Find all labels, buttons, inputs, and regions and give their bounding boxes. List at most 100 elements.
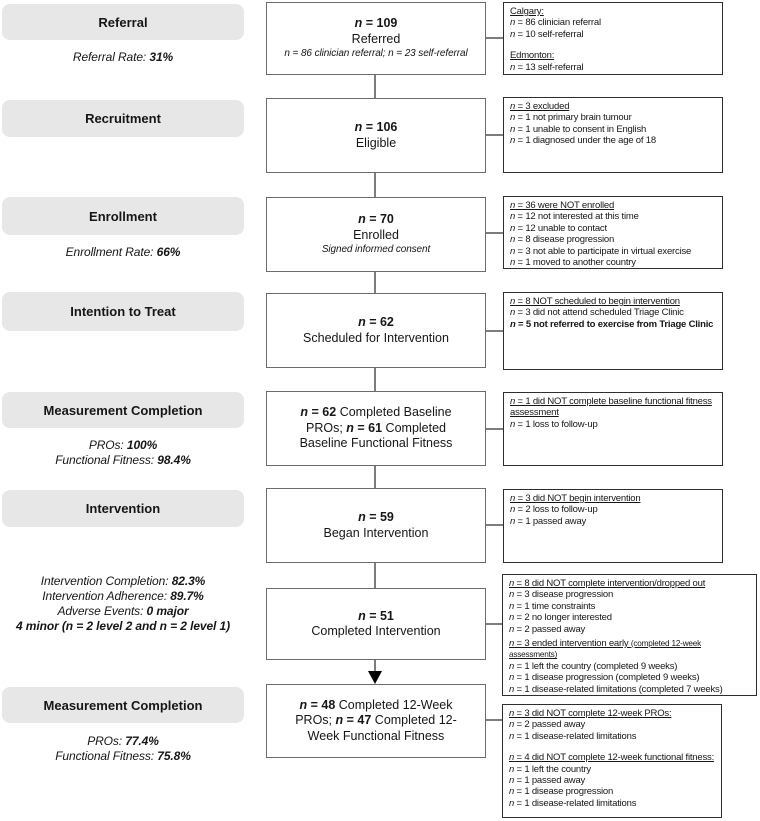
text-line: Enrollment Rate: 66% (65, 245, 181, 259)
text-line: n = 59 (358, 510, 394, 524)
text-line: Week Functional Fitness (307, 728, 445, 743)
text-line: Baseline Functional Fitness (299, 436, 453, 451)
text-line: n = 12 not interested at this time (510, 211, 639, 223)
connector-horizontal (486, 623, 502, 625)
connector-horizontal (486, 719, 502, 721)
text-line: n = 3 did not attend scheduled Triage Cl… (510, 307, 684, 319)
text-line: n = 62 (358, 315, 394, 329)
text-line: n = 1 diagnosed under the age of 18 (510, 135, 656, 147)
stage-label: Measurement Completion (43, 697, 203, 713)
stat-intervention-outcomes: Intervention Completion: 82.3%Interventi… (0, 574, 246, 634)
side-box-12week-incomplete: n = 3 did NOT complete 12-week PROs:n = … (502, 704, 722, 818)
text-line: n = 2 passed away (509, 719, 586, 731)
text-line: n = 8 NOT scheduled to begin interventio… (510, 296, 680, 307)
text-line: Functional Fitness: 98.4% (55, 453, 191, 467)
text-line: Began Intervention (323, 525, 429, 540)
text-line: Enrolled (353, 227, 399, 242)
text-line: Referred (351, 31, 401, 46)
text-line: n = 48 Completed 12-Week (299, 697, 453, 712)
stage-label: Measurement Completion (43, 402, 203, 418)
text-line: n = 1 disease-related limitations (509, 797, 637, 809)
text-line: PROs; n = 61 Completed (305, 420, 447, 435)
text-line: Adverse Events: 0 major (57, 604, 189, 618)
connector-horizontal (486, 330, 503, 332)
connector-vertical (374, 660, 376, 672)
side-box-baseline-incomplete: n = 1 did NOT complete baseline function… (503, 392, 723, 466)
text-line: n = 1 disease progression (completed 9 w… (509, 672, 700, 684)
connector-horizontal (486, 37, 503, 39)
text-line: n = 1 not primary brain tumour (510, 112, 632, 124)
connector-horizontal (486, 428, 503, 430)
text-line: PROs: 77.4% (87, 734, 159, 748)
text-line: n = 1 passed away (509, 775, 586, 787)
text-line: Signed informed consent (321, 244, 431, 255)
text-line: Intervention Adherence: 89.7% (42, 589, 204, 603)
text-line: n = 36 were NOT enrolled (510, 200, 615, 211)
text-line: n = 12 unable to contact (510, 222, 607, 234)
text-line: n = 1 passed away (510, 515, 587, 527)
connector-vertical (374, 75, 376, 98)
text-line: n = 3 excluded (510, 101, 570, 112)
text-line: Functional Fitness: 75.8% (55, 749, 191, 763)
text-line: Edmonton: (510, 50, 555, 62)
text-line: n = 51 (358, 608, 394, 623)
text-line: Calgary: (510, 6, 544, 17)
stat-enrollment-rate: Enrollment Rate: 66% (0, 245, 246, 260)
text-line: n = 2 no longer interested (509, 612, 612, 624)
connector-vertical (374, 466, 376, 488)
text-line: n = 5 not referred to exercise from Tria… (510, 318, 714, 330)
text-line: n = 1 loss to follow-up (510, 418, 598, 430)
connector-horizontal (486, 524, 503, 526)
text-line: n = 86 clinician referral (510, 17, 601, 29)
stage-box-measurement-completion-12week: Measurement Completion (2, 687, 244, 723)
side-box-intervention-dropout: n = 8 did NOT complete intervention/drop… (502, 574, 757, 696)
connector-horizontal (486, 232, 503, 234)
connector-vertical (374, 368, 376, 391)
text-line: n = 1 time constraints (509, 600, 596, 612)
text-line: n = 8 did NOT complete intervention/drop… (509, 578, 706, 589)
stage-box-referral: Referral (2, 4, 244, 40)
text-line: n = 2 loss to follow-up (510, 504, 598, 516)
text-line: n = 2 passed away (509, 623, 586, 635)
text-line: Completed Intervention (311, 624, 441, 638)
text-line: n = 86 clinician referral; n = 23 self-r… (284, 48, 468, 59)
text-line: Eligible (355, 135, 397, 150)
text-line: Scheduled for Intervention (303, 330, 449, 345)
text-line: PROs: 100% (88, 438, 158, 452)
text-line: Referral Rate: 31% (72, 50, 174, 64)
text-line: n = 8 disease progression (510, 234, 615, 246)
arrow-down-icon (368, 671, 382, 684)
connector-horizontal (486, 134, 503, 136)
text-line: n = 3 ended intervention early (complete… (509, 638, 702, 660)
text-line: n = 1 left the country (509, 763, 591, 775)
connector-vertical (374, 272, 376, 293)
text-line: n = 1 unable to consent in English (510, 123, 647, 135)
stat-12week-measurement: PROs: 77.4%Functional Fitness: 75.8% (0, 734, 246, 764)
stat-referral-rate: Referral Rate: 31% (0, 50, 246, 65)
text-line: n = 3 did NOT complete 12-week PROs: (509, 708, 672, 719)
text-line: n = 1 did NOT complete baseline function… (510, 396, 712, 419)
text-line: Intervention Completion: 82.3% (40, 574, 206, 588)
stage-box-intention-to-treat: Intention to Treat (2, 292, 244, 331)
text-line: n = 3 not able to participate in virtual… (510, 245, 692, 257)
stage-label: Intention to Treat (70, 304, 176, 319)
stage-label: Recruitment (85, 111, 161, 126)
stage-box-enrollment: Enrollment (2, 197, 244, 235)
stage-box-intervention: Intervention (2, 490, 244, 527)
text-line: n = 70 (358, 212, 394, 226)
stage-label: Intervention (85, 501, 161, 516)
text-line: n = 1 moved to another country (510, 257, 636, 269)
text-line: n = 1 disease-related limitations (509, 730, 637, 742)
